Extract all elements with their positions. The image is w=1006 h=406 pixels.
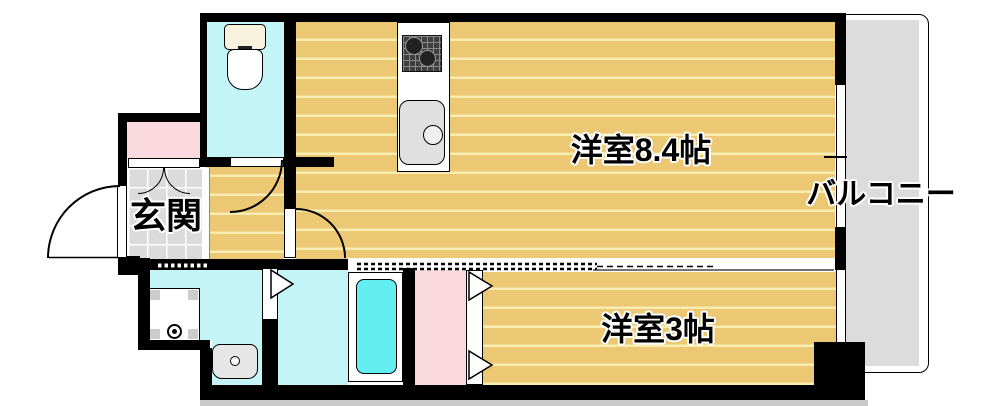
wall-shoe-top	[118, 113, 207, 122]
small-room-label: 洋室3帖	[601, 311, 715, 347]
balcony-floor	[845, 20, 919, 366]
main-room-door-leaf	[284, 208, 296, 258]
shoe-cabinet	[127, 122, 200, 158]
toilet-bowl-icon	[227, 49, 263, 90]
wall-washroom-left	[138, 258, 150, 350]
wall-under-toilet	[200, 157, 230, 167]
toilet-lever-icon	[238, 46, 252, 49]
wall-entrance-left	[118, 113, 127, 187]
toilet-tank-icon	[224, 24, 266, 50]
entrance-door-swing-arc	[47, 185, 120, 258]
closet-area	[415, 270, 466, 385]
wall-wash-bath	[262, 320, 278, 387]
pan-drain-dot	[172, 329, 177, 334]
wall-entrance-corner	[118, 256, 140, 275]
stove-burner-icon	[419, 50, 436, 67]
basin-drain-icon	[230, 356, 240, 366]
main-room-label: 洋室8.4帖	[570, 132, 712, 168]
bathroom-door	[262, 268, 278, 320]
pan-corner	[188, 329, 198, 339]
drop-shadow	[200, 400, 868, 406]
shoe-cabinet-doors	[128, 158, 200, 168]
pan-corner	[150, 329, 160, 339]
wall-bottom	[200, 385, 865, 400]
wall-pillar	[814, 342, 865, 400]
wall-bath-closet	[403, 268, 415, 385]
wall-toilet-left	[200, 13, 207, 158]
pan-corner	[188, 290, 198, 300]
small-room-window	[836, 270, 846, 342]
wall-washroom-step-v	[200, 348, 212, 397]
wall-toilet-right	[284, 13, 296, 208]
wall-stub	[296, 157, 334, 167]
entrance-label: 玄関	[129, 195, 203, 236]
wall-right-top	[835, 13, 846, 85]
bathtub-icon	[356, 279, 397, 374]
sink-faucet-icon	[423, 125, 443, 145]
small-room-floor	[483, 271, 837, 385]
wall-right-mid	[835, 227, 846, 270]
main-room-floor	[296, 22, 835, 260]
wall-top	[200, 13, 845, 22]
balcony-label: バルコニー	[806, 178, 956, 211]
pan-corner	[150, 290, 160, 300]
closet-doors	[466, 270, 483, 385]
bathroom-floor	[278, 268, 348, 385]
wall-washroom-top	[138, 259, 348, 270]
stove-burner-icon	[405, 37, 423, 55]
entrance-step	[202, 168, 210, 263]
wall-washroom-step-h	[138, 340, 210, 350]
